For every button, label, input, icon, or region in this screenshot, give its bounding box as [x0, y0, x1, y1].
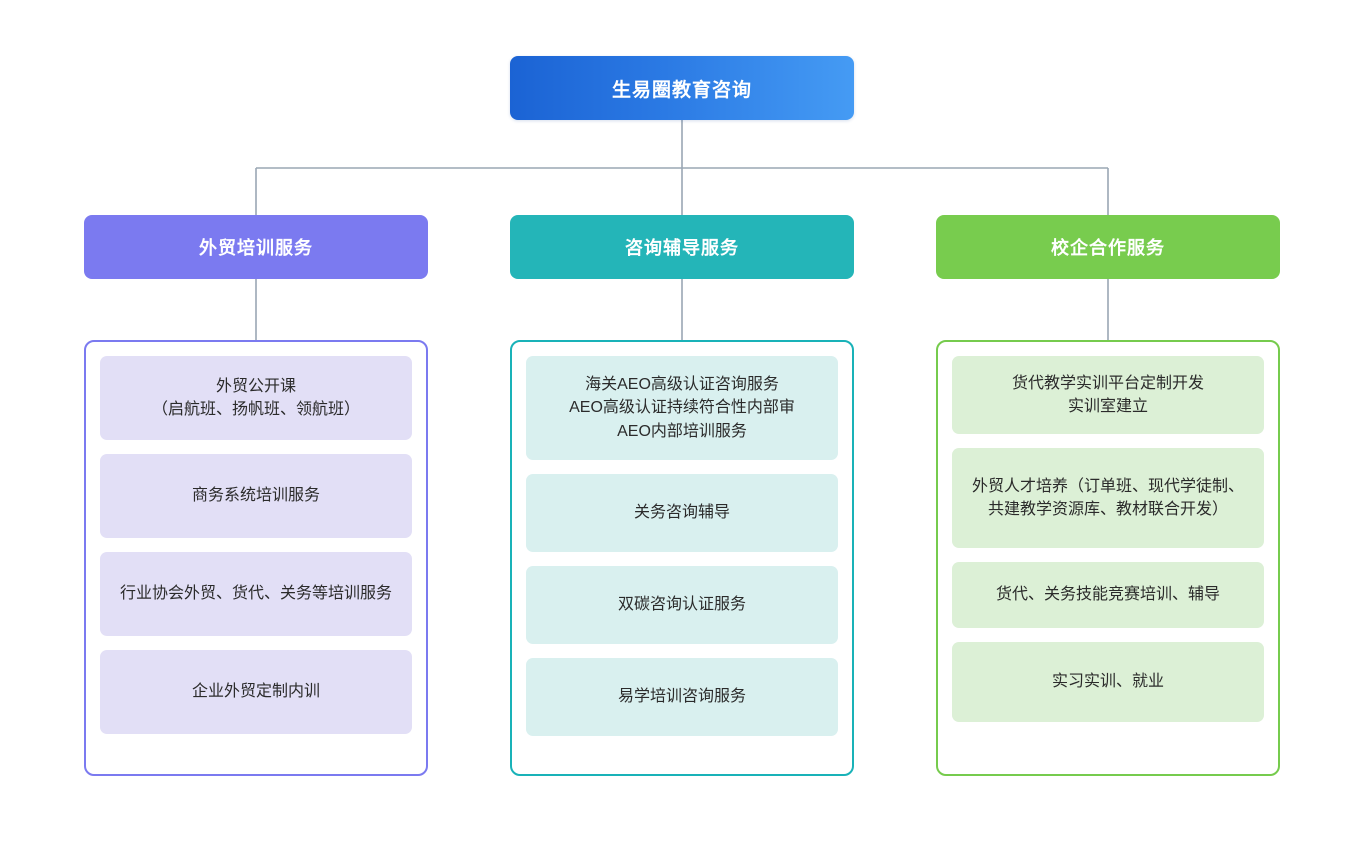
branch-header-school-enterprise-label: 校企合作服务: [1051, 238, 1165, 258]
child-card-school-enterprise-4[interactable]: 实习实训、就业: [952, 642, 1264, 722]
child-card-consulting-4[interactable]: 易学培训咨询服务: [526, 658, 838, 736]
child-card-training-3[interactable]: 行业协会外贸、货代、关务等培训服务: [100, 552, 412, 636]
child-card-training-4[interactable]: 企业外贸定制内训: [100, 650, 412, 734]
root-node[interactable]: 生易圈教育咨询: [510, 56, 854, 120]
child-card-consulting-1[interactable]: 海关AEO高级认证咨询服务 AEO高级认证持续符合性内部审 AEO内部培训服务: [526, 356, 838, 460]
child-card-school-enterprise-1[interactable]: 货代教学实训平台定制开发 实训室建立: [952, 356, 1264, 434]
branch-header-school-enterprise[interactable]: 校企合作服务: [936, 215, 1280, 279]
root-node-label: 生易圈教育咨询: [611, 79, 752, 101]
branch-header-training-label: 外贸培训服务: [199, 238, 313, 258]
child-card-consulting-2[interactable]: 关务咨询辅导: [526, 474, 838, 552]
child-card-training-2[interactable]: 商务系统培训服务: [100, 454, 412, 538]
child-card-training-1[interactable]: 外贸公开课 （启航班、扬帆班、领航班）: [100, 356, 412, 440]
branch-header-consulting-label: 咨询辅导服务: [625, 238, 739, 258]
branch-training: 外贸培训服务: [84, 215, 428, 279]
children-panel-school-enterprise: 货代教学实训平台定制开发 实训室建立 外贸人才培养（订单班、现代学徒制、共建教学…: [936, 340, 1280, 776]
branch-consulting: 咨询辅导服务: [510, 215, 854, 279]
children-panel-consulting: 海关AEO高级认证咨询服务 AEO高级认证持续符合性内部审 AEO内部培训服务 …: [510, 340, 854, 776]
child-card-school-enterprise-2[interactable]: 外贸人才培养（订单班、现代学徒制、共建教学资源库、教材联合开发）: [952, 448, 1264, 548]
branch-header-training[interactable]: 外贸培训服务: [84, 215, 428, 279]
child-card-consulting-3[interactable]: 双碳咨询认证服务: [526, 566, 838, 644]
child-card-school-enterprise-3[interactable]: 货代、关务技能竞赛培训、辅导: [952, 562, 1264, 628]
children-panel-training: 外贸公开课 （启航班、扬帆班、领航班） 商务系统培训服务 行业协会外贸、货代、关…: [84, 340, 428, 776]
branch-school-enterprise: 校企合作服务: [936, 215, 1280, 279]
branch-header-consulting[interactable]: 咨询辅导服务: [510, 215, 854, 279]
